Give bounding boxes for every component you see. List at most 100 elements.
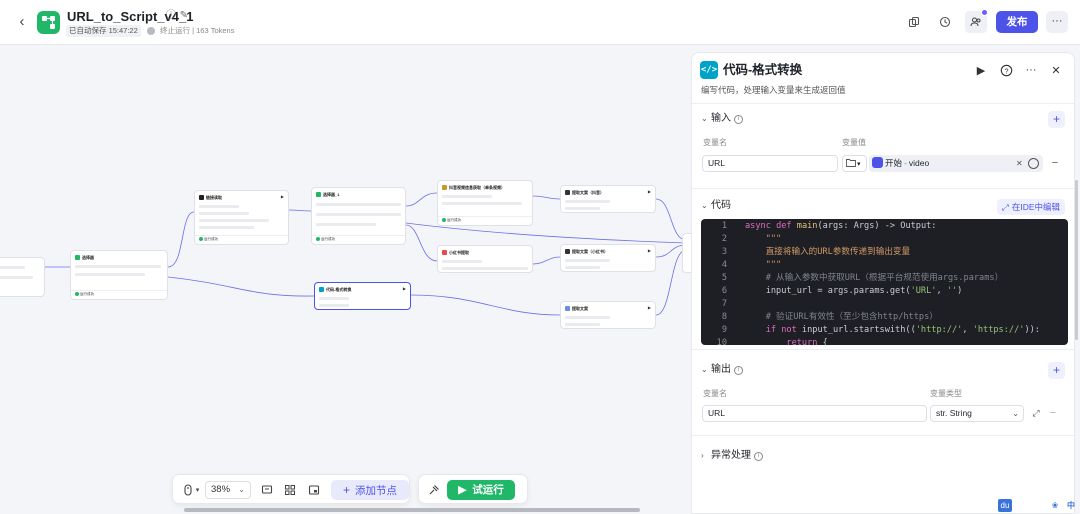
publish-button[interactable]: 发布 <box>996 11 1038 33</box>
exception-section-title: 异常处理 <box>711 450 751 461</box>
chevron-down-icon: ⌄ <box>701 114 708 123</box>
edit-in-ide-button[interactable]: ⤢在IDE中编辑 <box>997 199 1065 215</box>
more-menu-button[interactable]: ··· <box>1046 11 1068 33</box>
stop-status-icon <box>147 27 155 35</box>
run-status: 终止运行 | 163 Tokens <box>160 26 235 35</box>
info-icon[interactable]: i <box>754 452 763 461</box>
copy-icon[interactable] <box>904 12 924 32</box>
info-icon[interactable]: ⓘ <box>166 10 176 21</box>
start-node-icon <box>872 157 883 168</box>
play-icon: ▶ <box>458 484 467 496</box>
workflow-logo-icon <box>37 11 60 34</box>
type-value: str. String <box>936 408 972 418</box>
workflow-canvas[interactable]: 选择器 运行成功 链接读取 ▶ 运行成功 选择器_1 运行成功 抖音视频信息获取… <box>0 45 1080 514</box>
node-status: 运行成功 <box>447 218 461 222</box>
add-input-button[interactable]: + <box>1048 111 1065 128</box>
add-node-button[interactable]: +添加节点 <box>331 480 409 500</box>
input-section-title: 输入 <box>711 113 731 124</box>
ime-icon[interactable]: du <box>998 499 1012 512</box>
panel-scrollbar[interactable] <box>1075 180 1078 340</box>
panel-description: 编写代码，处理输入变量来生成返回值 <box>701 85 846 95</box>
zoom-value: 38% <box>211 484 231 495</box>
ref-variable: video <box>908 158 930 168</box>
input-value-reference[interactable]: 开始-video ✕ <box>869 155 1043 172</box>
link-reader-node[interactable]: 链接读取 ▶ 运行成功 <box>194 190 289 245</box>
output-section-title: 输出 <box>711 364 731 375</box>
baidu-paw-icon[interactable]: ❀ <box>1051 501 1059 510</box>
ref-separator: - <box>904 158 907 168</box>
douyin-video-node[interactable]: 抖音视频信息获取（单条视频） 运行成功 <box>437 180 533 226</box>
ime-chinese-icon[interactable]: 中 <box>1067 501 1075 510</box>
output-type-select[interactable]: str. String ⌄ <box>930 405 1024 422</box>
info-icon[interactable]: i <box>734 366 743 375</box>
selector-node[interactable]: 选择器 运行成功 <box>70 250 168 300</box>
input-var-name-field[interactable]: URL <box>702 155 838 172</box>
node-title: 代码-格式转换 <box>326 287 352 292</box>
history-icon[interactable] <box>935 12 955 32</box>
canvas-toolbar: ▾ 38%⌄ +添加节点 <box>172 474 410 504</box>
output-var-name-field[interactable]: URL <box>702 405 927 422</box>
node-title: 提取文案 <box>572 306 588 311</box>
layout-icon[interactable] <box>282 482 298 498</box>
test-run-button[interactable]: ▶试运行 <box>447 480 515 500</box>
minimap-icon[interactable] <box>306 482 322 498</box>
remove-output-icon[interactable]: − <box>1049 407 1057 419</box>
column-header: 变量名 <box>703 138 727 147</box>
debug-icon[interactable] <box>425 482 443 498</box>
code-convert-node[interactable]: 代码-格式转换 ▶ <box>314 282 411 310</box>
mouse-mode-icon[interactable]: ▾ <box>179 482 201 498</box>
run-node-icon[interactable]: ▶ <box>976 64 986 77</box>
start-node[interactable] <box>0 257 45 297</box>
xhs-extract-node[interactable]: 小红书提取 <box>437 245 533 273</box>
add-output-button[interactable]: + <box>1048 362 1065 379</box>
code-section-header[interactable]: ⌄代码 <box>701 199 731 213</box>
node-status: 运行成功 <box>80 292 94 296</box>
remove-input-icon[interactable]: − <box>1051 157 1059 169</box>
edit-icon[interactable]: ✎ <box>179 10 189 21</box>
back-arrow-icon[interactable]: ‹ <box>19 13 25 30</box>
expand-icon: ⤢ <box>1002 202 1009 212</box>
code-line-text: 直接将输入的URL参数传递到输出变量 <box>745 247 911 257</box>
collaborators-icon[interactable] <box>965 11 987 33</box>
horizontal-scrollbar[interactable] <box>184 508 640 512</box>
node-title: 选择器_1 <box>323 192 340 197</box>
code-line-text: # 从输入参数中获取URL（根据平台规范使用args.params） <box>745 273 1004 283</box>
expand-icon[interactable]: ⤢ <box>1032 408 1040 418</box>
node-title: 提取文案（抖音） <box>572 190 604 195</box>
comment-icon[interactable] <box>259 482 275 498</box>
help-icon[interactable]: ? <box>997 61 1015 79</box>
zoom-select[interactable]: 38%⌄ <box>205 481 251 499</box>
code-section-title: 代码 <box>711 200 731 211</box>
settings-icon[interactable] <box>1028 158 1039 169</box>
selector-1-node[interactable]: 选择器_1 运行成功 <box>311 187 406 245</box>
clear-icon[interactable]: ✕ <box>1016 159 1023 168</box>
chevron-down-icon: ⌄ <box>1012 409 1019 418</box>
column-header: 变量名 <box>703 389 727 398</box>
run-toolbar: ▶试运行 <box>418 474 528 504</box>
info-icon[interactable]: i <box>734 115 743 124</box>
text-output-node[interactable]: 提取文案（小红书） ▶ <box>560 244 656 272</box>
text-output-node[interactable]: 提取文案 ▶ <box>560 301 656 329</box>
node-status: 运行成功 <box>204 237 218 241</box>
ide-label: 在IDE中编辑 <box>1011 202 1060 212</box>
node-title: 选择器 <box>82 255 94 260</box>
chevron-down-icon: ⌄ <box>701 201 708 210</box>
column-header: 变量值 <box>842 138 866 147</box>
node-title: 小红书提取 <box>449 250 469 255</box>
more-options-icon[interactable]: ··· <box>1025 64 1037 76</box>
value-type-select[interactable]: ▾ <box>842 155 867 172</box>
autosave-badge: 已自动保存 15:47:22 <box>66 25 141 37</box>
workflow-title: URL_to_Script_v4_1 <box>67 9 194 24</box>
node-status: 运行成功 <box>321 237 335 241</box>
chevron-right-icon: › <box>701 451 704 460</box>
text-output-node[interactable]: 提取文案（抖音） ▶ <box>560 185 656 213</box>
node-title: 链接读取 <box>206 195 222 200</box>
svg-text:?: ? <box>1004 66 1008 75</box>
top-bar: ‹ URL_to_Script_v4_1 ⓘ ✎ 已自动保存 15:47:22 … <box>0 0 1080 45</box>
close-icon[interactable]: ✕ <box>1051 64 1061 77</box>
notification-dot <box>981 9 988 16</box>
